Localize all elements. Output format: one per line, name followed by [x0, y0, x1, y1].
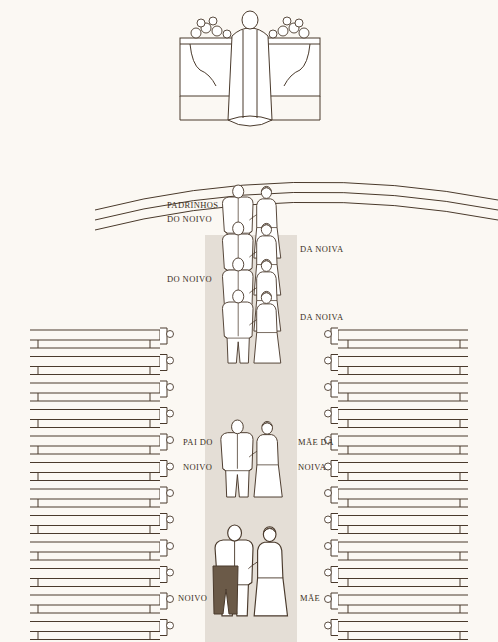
pew-end — [160, 620, 167, 636]
role-label: MÃE DA NOIVA — [298, 430, 336, 480]
pew-end — [331, 408, 338, 424]
pew-end — [331, 540, 338, 556]
pew-bow — [325, 490, 332, 497]
pew-bow — [167, 463, 174, 470]
pew-bow — [325, 543, 332, 550]
pew — [30, 410, 160, 428]
pew-end — [331, 461, 338, 477]
pew-end — [331, 381, 338, 397]
pew-end — [331, 567, 338, 583]
pew-bow — [325, 622, 332, 629]
pew-end — [331, 487, 338, 503]
pew-end — [160, 461, 167, 477]
pew-bow — [325, 516, 332, 523]
pew — [30, 595, 160, 613]
pew — [338, 489, 468, 507]
pew-end — [331, 620, 338, 636]
pew-end — [331, 355, 338, 371]
pew-bow — [167, 543, 174, 550]
pew-bow — [167, 622, 174, 629]
pew — [338, 569, 468, 587]
padrinhos-pair — [222, 290, 280, 363]
pew-end — [160, 408, 167, 424]
role-label: MÃE — [300, 592, 334, 604]
groom-trousers — [213, 566, 238, 614]
pew — [338, 330, 468, 348]
pew-end — [160, 381, 167, 397]
pew — [338, 516, 468, 534]
pew — [30, 330, 160, 348]
pew — [338, 463, 468, 481]
pew-bow — [325, 384, 332, 391]
pew — [338, 622, 468, 640]
pew-bow — [325, 596, 332, 603]
pew-end — [331, 514, 338, 530]
pew-bow — [167, 357, 174, 364]
pew-bow — [167, 490, 174, 497]
pew-bow — [325, 331, 332, 338]
pew-bow — [325, 410, 332, 417]
pew — [338, 542, 468, 560]
role-label: NOIVO — [178, 592, 212, 604]
role-label: PADRINHOS DO NOIVO — [167, 198, 231, 226]
role-label: DA NOIVA — [300, 243, 360, 255]
pew — [338, 383, 468, 401]
pew — [338, 357, 468, 375]
pew — [338, 410, 468, 428]
role-label: DO NOIVO — [167, 273, 221, 285]
pew-end — [160, 540, 167, 556]
pew-bow — [167, 410, 174, 417]
pew-bow — [167, 384, 174, 391]
pew-bow — [167, 331, 174, 338]
role-label: DA NOIVA — [300, 311, 360, 323]
parents-pair — [221, 420, 282, 497]
pew-bow — [167, 516, 174, 523]
pew-bow — [325, 569, 332, 576]
role-label: PAI DO NOIVO — [183, 430, 217, 480]
pew-bow — [167, 437, 174, 444]
pew-end — [160, 328, 167, 344]
pew-end — [160, 593, 167, 609]
pew — [30, 463, 160, 481]
pew-end — [160, 567, 167, 583]
pew — [30, 357, 160, 375]
pew — [338, 436, 468, 454]
pew — [30, 489, 160, 507]
pew — [338, 595, 468, 613]
pew — [30, 569, 160, 587]
pew-end — [160, 355, 167, 371]
pew — [30, 516, 160, 534]
pew-bow — [167, 596, 174, 603]
pew-end — [331, 593, 338, 609]
pews — [30, 328, 468, 640]
pew — [30, 383, 160, 401]
pew-end — [331, 328, 338, 344]
pew-end — [160, 434, 167, 450]
pew-bow — [167, 569, 174, 576]
pew-end — [160, 514, 167, 530]
pew — [30, 436, 160, 454]
pew — [30, 542, 160, 560]
aisle — [205, 235, 297, 642]
pew-end — [160, 487, 167, 503]
priest — [228, 11, 272, 126]
chancel-steps — [95, 182, 498, 230]
pew — [30, 622, 160, 640]
pew-bow — [325, 357, 332, 364]
